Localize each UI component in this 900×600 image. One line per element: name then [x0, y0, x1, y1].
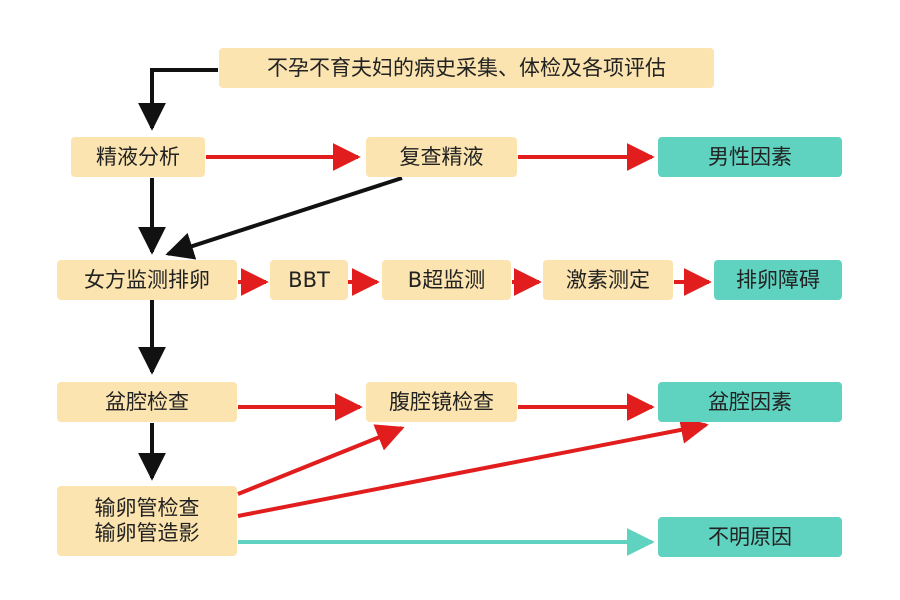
node-tubal-exam-label: 输卵管检查 — [94, 496, 200, 520]
node-ovulation-monitoring-label: 女方监测排卵 — [84, 267, 210, 292]
node-bbt-label: BBT — [288, 267, 330, 292]
node-tubal-exam: 输卵管检查 输卵管造影 — [57, 486, 237, 556]
node-b-ultrasound: B超监测 — [382, 260, 511, 300]
node-tubal-angiography-label: 输卵管造影 — [94, 521, 200, 545]
node-male-factor: 男性因素 — [658, 137, 842, 177]
node-b-ultrasound-label: B超监测 — [407, 267, 486, 292]
edge-tube-to-lap — [237, 424, 405, 496]
node-intake: 不孕不育夫妇的病史采集、体检及各项评估 — [219, 48, 714, 88]
node-pelvic-exam-label: 盆腔检查 — [105, 389, 189, 414]
node-recheck-semen-label: 复查精液 — [399, 144, 484, 169]
edge-recheck-to-ovulation — [165, 176, 403, 260]
node-semen-analysis-label: 精液分析 — [96, 144, 180, 169]
node-male-factor-label: 男性因素 — [708, 144, 792, 169]
node-pelvic-factor: 盆腔因素 — [658, 382, 842, 422]
node-intake-label: 不孕不育夫妇的病史采集、体检及各项评估 — [267, 55, 666, 80]
node-pelvic-exam: 盆腔检查 — [57, 382, 237, 422]
node-hormone-test: 激素测定 — [543, 260, 673, 300]
node-bbt: BBT — [270, 260, 348, 300]
node-pelvic-factor-label: 盆腔因素 — [708, 389, 792, 414]
edge-intake-to-semen — [138, 68, 218, 131]
node-unknown-cause: 不明原因 — [658, 517, 842, 557]
node-ovulation-disorder: 排卵障碍 — [714, 260, 842, 300]
node-laparoscopy: 腹腔镜检查 — [366, 382, 517, 422]
node-ovulation-disorder-label: 排卵障碍 — [736, 267, 820, 292]
node-semen-analysis: 精液分析 — [71, 137, 205, 177]
node-recheck-semen: 复查精液 — [366, 137, 517, 177]
edge-tube-to-pelvicf — [237, 416, 709, 518]
node-unknown-cause-label: 不明原因 — [708, 524, 792, 549]
node-laparoscopy-label: 腹腔镜检查 — [389, 389, 494, 414]
node-ovulation-monitoring: 女方监测排卵 — [57, 260, 237, 300]
node-hormone-test-label: 激素测定 — [566, 267, 650, 292]
